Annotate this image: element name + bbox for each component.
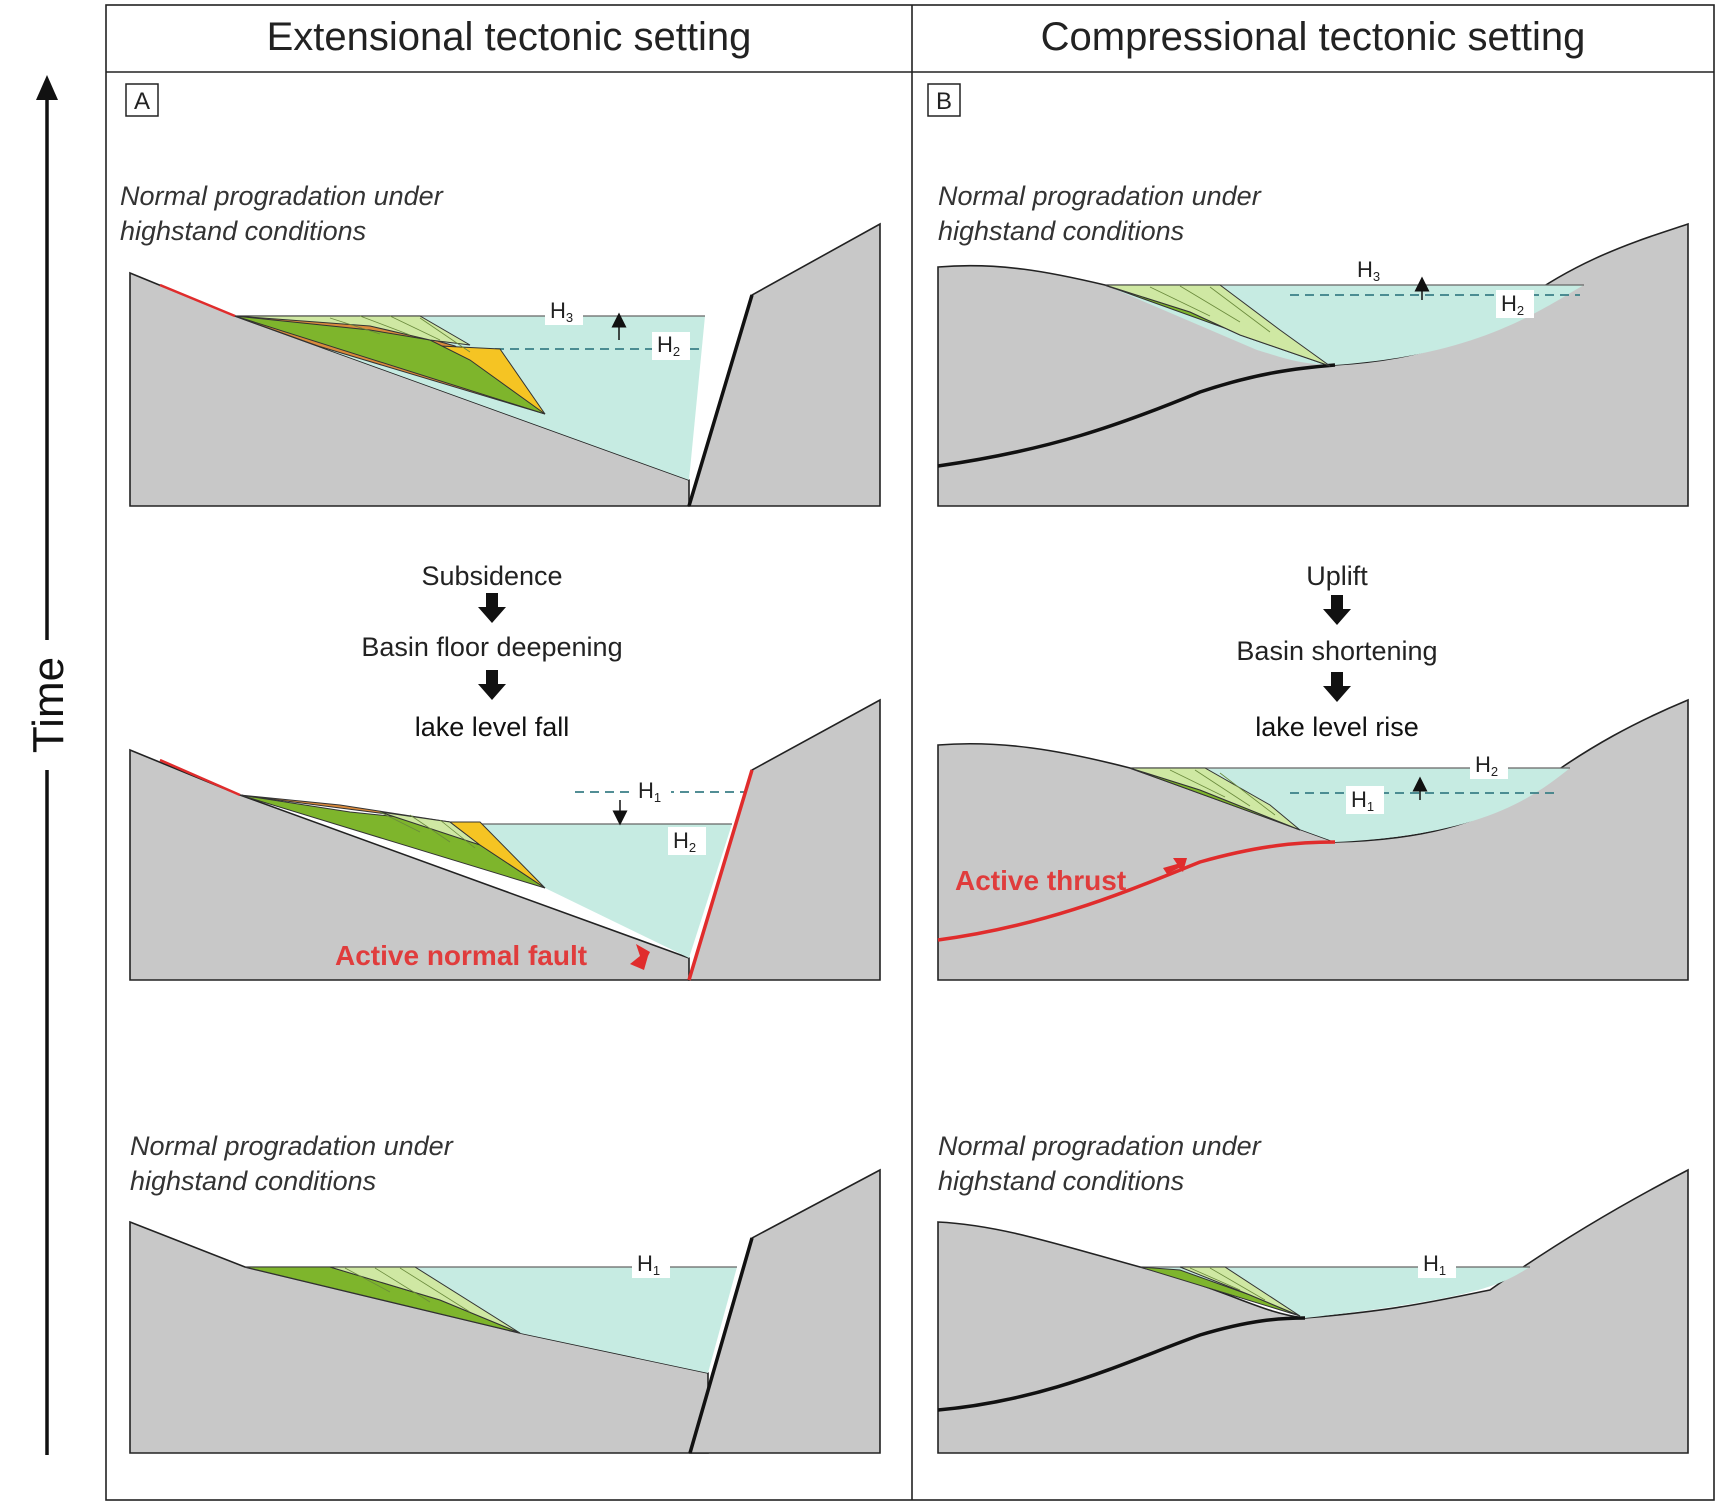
panel-a-letter: A [134,88,150,115]
extensional-flow-step2: Basin floor deepening [361,632,622,662]
panel-b-letter: B [936,88,952,115]
exposed-slope-red [159,283,236,318]
boundary-fault [687,294,754,507]
compressional-top-caption-line1: Normal progradation under [938,181,1262,211]
extensional-flow-step1: Subsidence [421,561,562,591]
compressional-bottom-caption-line2: highstand conditions [938,1166,1184,1196]
h1-label-bg [633,777,671,805]
boundary-fault [688,1237,754,1454]
h1-label-bg [632,1250,670,1278]
boundary-fault-active [687,769,754,981]
time-axis: Time [24,75,73,1455]
thrust-fault [937,1316,1306,1412]
extensional-bottom-caption-line1: Normal progradation under [130,1131,454,1161]
compressional-flow-step2: Basin shortening [1236,636,1437,666]
compressional-bottom-caption-line1: Normal progradation under [938,1131,1262,1161]
figure-frame: Extensional tectonic setting Compression… [105,4,1715,1501]
green-light-deposit [329,1266,521,1334]
time-label: Time [24,657,73,753]
extensional-top-caption-line1: Normal progradation under [120,181,444,211]
extensional-top-caption-line2: highstand conditions [120,216,366,246]
extensional-middle-section: H1 H2 Active normal fault [129,698,881,981]
h2-label: H2 [1501,291,1524,318]
h1-label-bg [1346,786,1384,814]
h1-label: H1 [1423,1251,1446,1278]
active-thrust-label: Active thrust [955,865,1126,896]
deposit-hatching [344,1267,471,1313]
deposit-hatching [379,811,476,849]
thrust-fault [937,363,1336,468]
outer-frame [105,4,1715,1501]
panel-a-box [125,83,159,117]
h2-label-bg [668,827,706,855]
green-dark-deposit [234,315,546,415]
extensional-top-section: Normal progradation under highstand cond… [120,181,881,507]
compressional-top-section: Normal progradation under highstand cond… [937,181,1689,507]
compressional-flow-step1: Uplift [1306,561,1368,591]
lake-water [235,316,705,480]
upper-basin-rock [937,222,1689,507]
compressional-flow-step3: lake level rise [1255,712,1419,742]
h1-label: H1 [1351,787,1374,814]
green-light-deposit [1104,284,1331,367]
h3-label: H3 [1357,257,1380,284]
h1-label: H1 [637,1251,660,1278]
h3-label-bg [545,297,583,325]
extensional-bottom-caption-line2: highstand conditions [130,1166,376,1196]
flow-down-arrow-1 [1323,595,1351,625]
extensional-flow-step3: lake level fall [415,712,570,742]
green-light-deposit [234,315,471,346]
h2-label-bg [1496,290,1534,318]
compressional-top-caption-line2: highstand conditions [938,216,1184,246]
h3-label: H3 [550,298,573,325]
h1-label-bg [1418,1250,1456,1278]
active-normal-fault-label: Active normal fault [335,940,587,971]
flow-down-arrow-1 [478,593,506,623]
time-label-background [25,640,69,770]
lake-water [480,824,732,958]
time-axis-arrowhead [36,75,58,100]
thrust-motion-arrow [1163,858,1187,874]
deposit-hatching [1169,769,1276,816]
deposit-hatching [329,315,471,353]
deposit-hatching [1189,1267,1266,1301]
column-title-extensional: Extensional tectonic setting [267,15,752,59]
h1-label: H1 [638,778,661,805]
h2-label-bg [652,332,690,360]
h2-label: H2 [657,332,680,359]
h3-label-bg [1352,256,1390,284]
upper-basin-rock [937,698,1689,981]
upper-basin-rock [937,1168,1689,1454]
basin-rock-right [687,222,881,507]
flow-down-arrow-2 [478,670,506,700]
compressional-flow: Uplift Basin shortening lake level rise [1236,561,1437,742]
panel-b-box [927,83,961,117]
compressional-bottom-section: Normal progradation under highstand cond… [937,1131,1689,1454]
yellow-deposit [448,821,546,889]
green-light-deposit [1179,1266,1301,1317]
column-title-compressional: Compressional tectonic setting [1041,15,1586,59]
deposit-hatching [1149,285,1271,333]
compressional-middle-section: H2 H1 Active thrust [937,698,1689,981]
h2-label: H2 [1475,752,1498,779]
green-light-deposit [1129,767,1301,831]
extensional-flow: Subsidence Basin floor deepening lake le… [361,561,622,742]
normal-fault-motion-arrow [630,944,650,970]
h2-label-bg [1470,751,1508,779]
h2-label: H2 [673,828,696,855]
flow-down-arrow-2 [1323,672,1351,702]
extensional-bottom-section: Normal progradation under highstand cond… [129,1131,881,1454]
exposed-slope-red [159,758,241,797]
